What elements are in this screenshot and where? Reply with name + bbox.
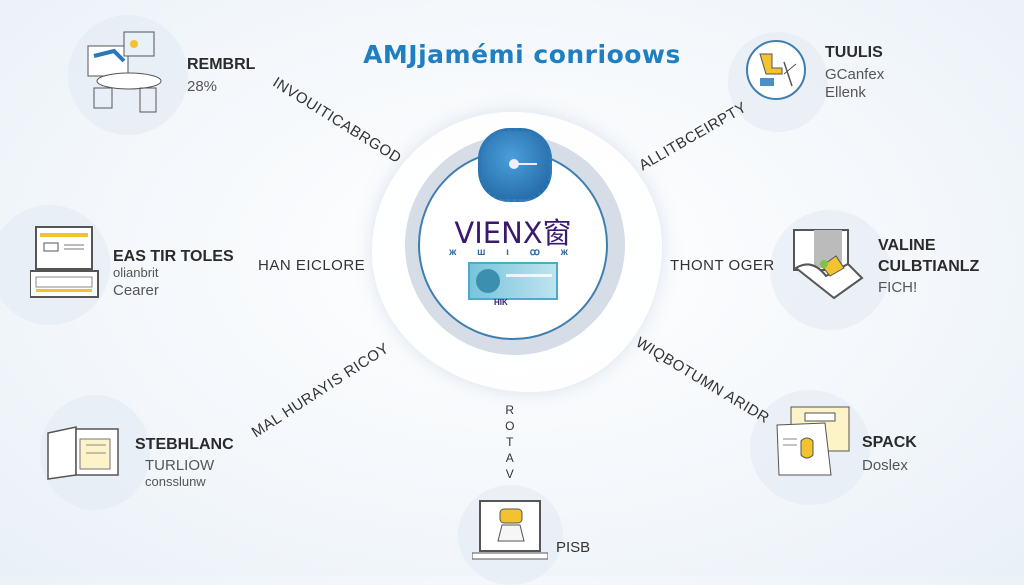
connector-label-bottom-left: MAL HURAYIS RICOY — [248, 339, 393, 442]
node-top-left-title: REMBRL — [187, 56, 256, 73]
center-card-text: HIK — [494, 298, 508, 307]
laptop-icon — [29, 225, 100, 306]
node-right-line-1: CULBTIANLZ — [878, 258, 980, 275]
connector-label-top-left: INVOUITICABRGOD — [269, 73, 405, 168]
node-left-title: EAS TIR TOLES — [113, 248, 234, 265]
center-brand: VIENX窗 — [454, 216, 572, 250]
computer-lock-icon — [471, 495, 549, 566]
node-left-line-1: olianbrit — [113, 265, 159, 280]
node-top-left-value: 28% — [187, 78, 218, 95]
diagram-title: AMJjamémi conrioows — [363, 40, 681, 69]
node-left-line-2: Cearer — [113, 282, 159, 299]
card-emblem-icon — [476, 269, 500, 293]
node-top-right-line-2: Ellenk — [825, 84, 866, 101]
connector-label-top-right: ALLITBCEIRPTY — [636, 98, 750, 175]
node-top-right-line-1: GCanfex — [825, 66, 885, 83]
center-marks: ж ш ı ꝏ ж — [449, 247, 577, 258]
node-right-title: VALINE — [878, 237, 936, 254]
node-bottom-right-line-1: Doslex — [862, 457, 908, 474]
node-top-right-title: TUULIS — [825, 44, 883, 61]
hand-card-icon — [792, 228, 866, 305]
tools-icon — [746, 40, 806, 100]
node-bottom-title: PISB — [556, 539, 591, 556]
connector-label-right: THONT OGER — [670, 257, 775, 274]
connector-label-bottom-right: WIQBOTUMN ARIDR — [632, 333, 773, 428]
workspace-desk-icon — [82, 25, 172, 115]
folder-icon — [46, 425, 122, 486]
document-shield-icon — [775, 405, 851, 482]
node-bottom-right-title: SPACK — [862, 434, 917, 451]
node-bottom-left-line-1: TURLIOW — [145, 457, 215, 474]
connector-label-left: HAN EICLORE — [258, 257, 366, 274]
node-bottom-left-title: STEBHLANC — [135, 436, 234, 453]
connector-label-bottom: ROTAV — [505, 403, 515, 481]
center-card — [468, 262, 558, 300]
node-bottom-left-line-2: consslunw — [145, 474, 206, 489]
gear-icon — [478, 128, 552, 202]
node-right-line-2: FICH! — [878, 279, 918, 296]
